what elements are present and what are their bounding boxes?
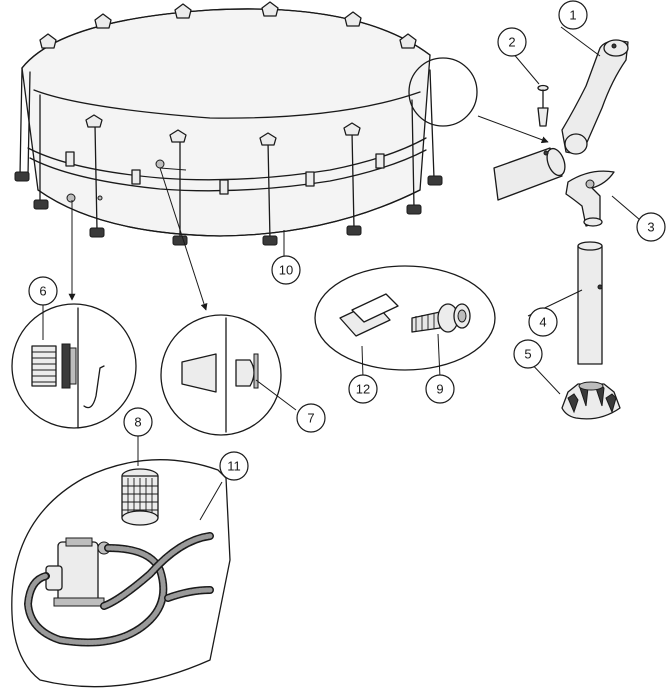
callout-1: 1 (558, 0, 588, 30)
callout-2: 2 (497, 27, 527, 57)
part-3-tjoint (565, 170, 615, 227)
callout-5: 5 (513, 339, 543, 369)
svg-text:7: 7 (307, 411, 314, 426)
detail-ellipse-9-12 (314, 265, 496, 371)
part-1-elbow (561, 39, 629, 155)
detail-circle-7 (160, 314, 282, 436)
part-11-hoses (23, 532, 214, 647)
svg-text:12: 12 (356, 382, 370, 397)
callout-3: 3 (636, 212, 666, 242)
svg-text:8: 8 (134, 415, 141, 430)
wall-port-dot (66, 193, 76, 203)
part-8-cartridge (121, 468, 159, 526)
detail-circle-pump (11, 459, 231, 688)
detail-circle-6 (11, 303, 137, 429)
svg-text:10: 10 (279, 263, 293, 278)
pool-top-joints (39, 1, 417, 146)
pool-wall (21, 8, 431, 237)
wall-port-dot (97, 195, 103, 201)
part-5-foot (561, 381, 621, 420)
callout-6: 6 (28, 276, 58, 306)
callout-12: 12 (348, 374, 378, 404)
wall-port-dot (155, 159, 165, 169)
svg-text:9: 9 (436, 382, 443, 397)
svg-text:2: 2 (508, 35, 515, 50)
svg-text:5: 5 (524, 347, 531, 362)
svg-text:11: 11 (227, 459, 241, 474)
belt-buckles (65, 151, 385, 195)
callout-8: 8 (123, 407, 153, 437)
svg-text:1: 1 (569, 8, 576, 23)
pool-bottom-edge (37, 189, 421, 237)
svg-text:3: 3 (647, 220, 654, 235)
callout-11: 11 (219, 451, 249, 481)
top-rail-section (493, 147, 566, 201)
callout-7: 7 (296, 403, 326, 433)
callout-10: 10 (271, 255, 301, 285)
callout-4: 4 (528, 307, 558, 337)
detail-zoom-arrow (477, 115, 549, 144)
pool-inner-rim (33, 89, 421, 119)
filter-pump (45, 537, 111, 607)
part-2-pin (537, 84, 549, 127)
detail-zoom-ring (408, 57, 478, 127)
pool-legs (14, 67, 443, 246)
pool-top-rim (21, 8, 431, 69)
callout-9: 9 (425, 374, 455, 404)
pool-belt-lower (29, 149, 427, 192)
part-4-leg (577, 241, 603, 365)
svg-text:4: 4 (539, 315, 546, 330)
svg-text:6: 6 (39, 284, 46, 299)
pool-assembly (14, 1, 443, 246)
